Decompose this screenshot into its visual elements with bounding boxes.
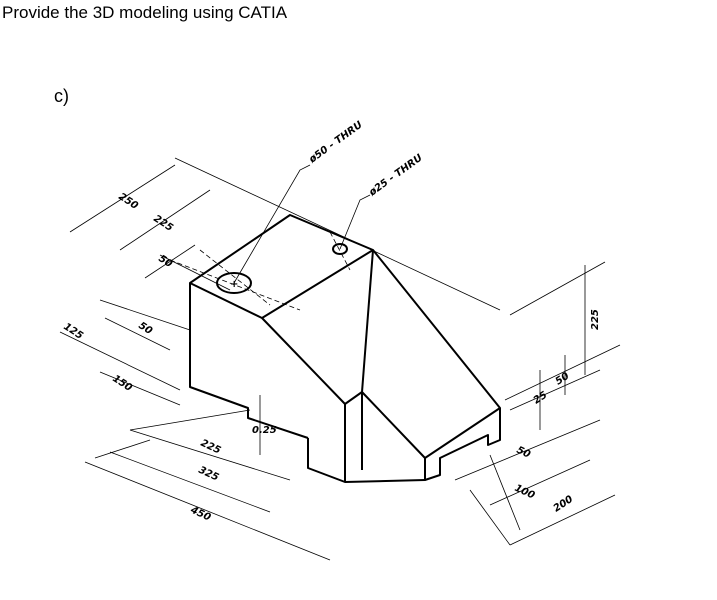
dim-50-lower: 50 — [515, 445, 532, 461]
dim-125: 125 — [61, 321, 85, 342]
part-body: + — [189, 214, 501, 483]
right-dimensions — [454, 261, 621, 546]
dim-200: 200 — [552, 494, 576, 515]
top-face — [189, 214, 374, 319]
right-bottom — [361, 391, 501, 481]
dim-325: 325 — [197, 465, 221, 484]
dim-250: 250 — [116, 191, 140, 212]
dim-150: 150 — [110, 373, 134, 394]
dim-50-right: 50 — [554, 371, 572, 388]
slope-face-left — [261, 249, 374, 405]
small-hole — [332, 243, 348, 255]
dim-25-right: 25 — [532, 390, 550, 407]
dim-225-right: 225 — [590, 309, 601, 330]
dim-450: 450 — [188, 504, 213, 523]
dim-225-top: 225 — [151, 213, 175, 234]
callout-hole-large: ø50 - THRU — [306, 120, 364, 166]
right-slope — [372, 249, 501, 459]
bottom-dimensions — [84, 395, 331, 561]
leaders — [233, 164, 371, 284]
part-label: c) — [54, 86, 69, 106]
callout-hole-small: ø25 - THRU — [366, 153, 424, 199]
large-hole — [216, 272, 252, 294]
bottom-front-edge — [344, 479, 426, 483]
front-bottom-edge — [307, 404, 346, 483]
left-face — [189, 283, 309, 439]
left-dimensions — [59, 157, 501, 406]
dim-50-top: 50 — [156, 253, 174, 270]
center-lines — [169, 231, 351, 311]
dim-225-bottom: 225 — [199, 438, 223, 457]
dim-0-25: 0.25 — [252, 425, 277, 436]
page-title: Provide the 3D modeling using CATIA — [2, 3, 288, 22]
